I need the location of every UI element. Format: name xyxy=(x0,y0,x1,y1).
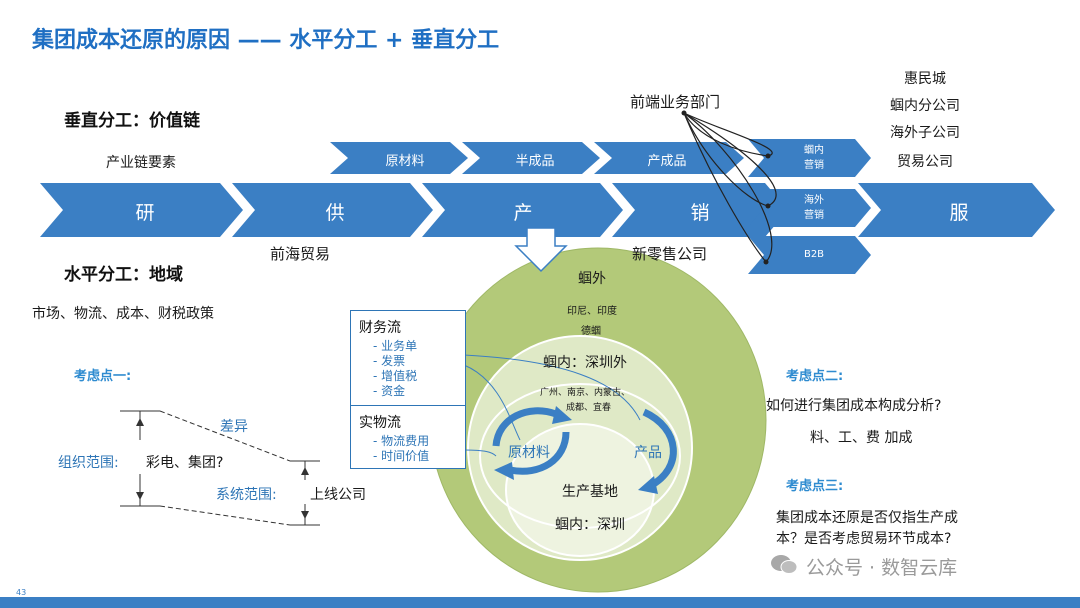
horizontal-division-label: 水平分工：地域 xyxy=(64,265,183,285)
chevron-supply xyxy=(232,183,433,237)
point1-org-value: 彩电、集团? xyxy=(146,455,224,471)
entity-new-retail: 新零售公司 xyxy=(632,245,708,263)
scope-diagram xyxy=(120,410,320,526)
materials-label-finished: 产成品 xyxy=(647,154,687,169)
materials-label-raw: 原材料 xyxy=(385,154,425,169)
physical-flow-title: 实物流 xyxy=(359,415,401,431)
chain-label-service: 服 xyxy=(949,202,969,224)
service-item-1: 惠民城 xyxy=(904,71,946,87)
finance-flow-item: - 发票 xyxy=(373,354,406,368)
chevron-semi-product xyxy=(462,142,600,174)
page-number: 43 xyxy=(16,588,27,597)
channel-b2b: B2B xyxy=(803,249,825,260)
service-item-3: 海外子公司 xyxy=(890,125,960,141)
vertical-division-label: 垂直分工：价值链 xyxy=(64,111,200,131)
circle-production-base: 生产基地 xyxy=(562,484,618,500)
physical-flow-item: - 物流费用 xyxy=(373,434,430,448)
chain-label-sell: 销 xyxy=(690,202,710,224)
point1-difference: 差异 xyxy=(220,419,248,435)
chevron-overseas-marketing xyxy=(748,189,871,227)
channel-domestic-line1: 蝈内 xyxy=(804,145,824,156)
circle-production-location: 蝈内：深圳 xyxy=(555,517,625,533)
dept-connectors xyxy=(683,112,777,263)
finance-flow-item: - 增值税 xyxy=(373,369,418,383)
chevron-research xyxy=(40,183,243,237)
chevron-service xyxy=(858,183,1055,237)
circle-domestic-title: 蝈内：深圳外 xyxy=(543,355,627,371)
physical-flow-box: 实物流 - 物流费用 - 时间价值 xyxy=(350,405,466,469)
chevron-b2b xyxy=(748,236,871,274)
channel-overseas-line1: 海外 xyxy=(804,195,824,206)
chain-label-produce: 产 xyxy=(513,202,533,224)
circle-raw-material: 原材料 xyxy=(508,445,550,461)
finance-flow-item: - 资金 xyxy=(373,384,406,398)
materials-chain xyxy=(330,142,744,174)
circle-domestic-sub1: 广州、南京、内蒙古、 xyxy=(540,388,631,398)
channel-domestic-line2: 营销 xyxy=(804,160,824,171)
front-business-dept: 前端业务部门 xyxy=(630,93,721,111)
physical-flow-item: - 时间价值 xyxy=(373,449,430,463)
circle-overseas-sub1: 印尼、印度 xyxy=(567,306,617,317)
chevron-domestic-marketing xyxy=(748,139,871,177)
circle-overseas-sub2: 德蝈 xyxy=(581,326,601,337)
point3-heading: 考虑点三: xyxy=(786,479,844,494)
market-policy-text: 市场、物流、成本、财税政策 xyxy=(32,306,214,322)
point2-answer: 料、工、费 加成 xyxy=(810,430,913,446)
inner-hub-circle xyxy=(479,383,681,529)
circle-domestic-sub2: 成都、宜春 xyxy=(566,403,612,413)
circle-overseas-title: 蝈外 xyxy=(578,271,606,287)
finance-flow-title: 财务流 xyxy=(359,320,401,336)
channel-overseas-line2: 营销 xyxy=(804,210,824,221)
down-arrow xyxy=(514,227,568,273)
circle-product: 产品 xyxy=(634,445,662,461)
slide-title: 集团成本还原的原因 —— 水平分工 + 垂直分工 xyxy=(32,28,500,53)
finance-flow-item: - 业务单 xyxy=(373,339,418,353)
point1-sys-value: 上线公司 xyxy=(310,487,366,503)
point2-heading: 考虑点二: xyxy=(786,369,844,384)
watermark-text: 公众号 · 数智云库 xyxy=(806,557,958,579)
service-item-2: 蝈内分公司 xyxy=(890,98,960,114)
industry-chain-label: 产业链要素 xyxy=(106,155,176,171)
chain-label-research: 研 xyxy=(135,202,155,224)
point3-line1: 集团成本还原是否仅指生产成 xyxy=(776,510,958,526)
chevron-raw-material xyxy=(330,142,468,174)
service-item-4: 贸易公司 xyxy=(897,154,953,170)
main-chain xyxy=(40,183,1055,237)
point1-heading: 考虑点一: xyxy=(74,369,132,384)
sales-channels xyxy=(748,139,871,274)
wechat-icon xyxy=(770,553,798,575)
chevron-finished-product xyxy=(594,142,744,174)
finance-flow-box: 财务流 - 业务单 - 发票 - 增值税 - 资金 xyxy=(350,310,466,406)
point2-question: 如何进行集团成本构成分析? xyxy=(766,398,942,414)
materials-label-semi: 半成品 xyxy=(515,154,555,169)
bottom-bar xyxy=(0,597,1080,608)
cycle-arrows xyxy=(492,407,677,490)
point1-sys-label: 系统范围: xyxy=(216,487,277,503)
chain-label-supply: 供 xyxy=(325,202,345,224)
entity-qianhai-trade: 前海贸易 xyxy=(270,245,331,263)
chevron-sell xyxy=(612,183,788,237)
chevron-produce xyxy=(422,183,623,237)
point3-line2: 本？是否考虑贸易环节成本? xyxy=(776,531,952,547)
point1-org-label: 组织范围: xyxy=(58,455,119,471)
